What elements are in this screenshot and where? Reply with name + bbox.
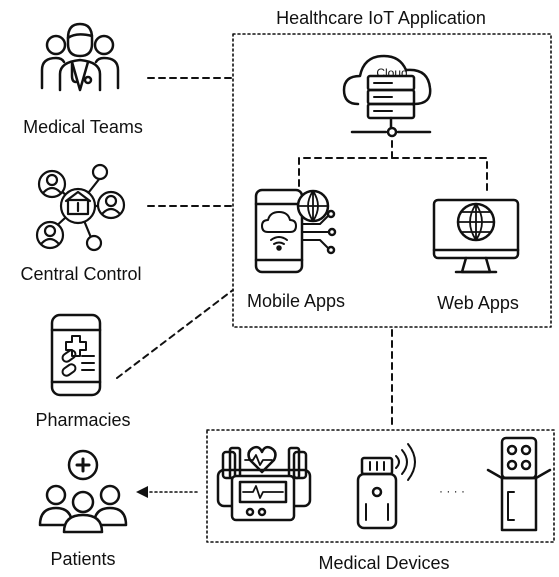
connectors [116,77,488,429]
smartphone-globe-icon [254,188,337,274]
pill-box-icon [486,436,552,532]
cloud-server-icon [342,54,432,138]
medical-teams-label: Medical Teams [23,117,143,137]
devices-ellipsis: · · · · [439,484,465,498]
app-title: Healthcare IoT Application [276,8,486,28]
prescription-phone-icon [50,313,102,397]
patients-arrowhead [136,486,148,498]
patients-plus-icon [38,449,128,534]
mobile-apps-label: Mobile Apps [246,291,346,311]
network-icon [35,163,126,252]
medical-devices-label: Medical Devices [318,553,450,573]
monitor-globe-icon [432,198,520,274]
doctors-icon [40,22,120,92]
patients-label: Patients [50,549,116,569]
web-apps-label: Web Apps [437,293,519,313]
app-container-box [232,33,552,328]
central-control-label: Central Control [20,264,142,284]
blood-pressure-monitor-icon [216,445,312,522]
devices-container-box [206,429,555,543]
wireless-device-icon [356,443,416,530]
cloud-label: Cloud [376,66,408,80]
pharmacies-label: Pharmacies [35,410,131,430]
